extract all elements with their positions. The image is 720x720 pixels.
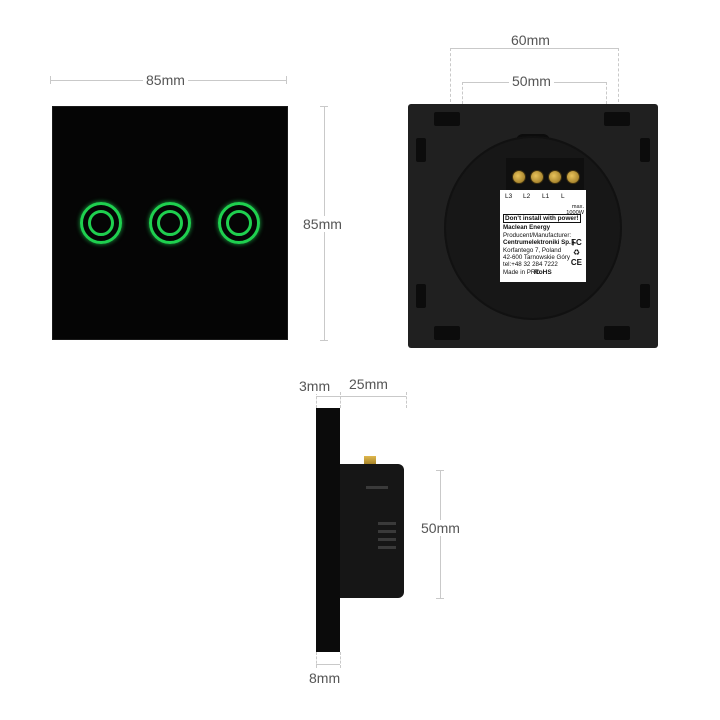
recycle-icon: ♻ <box>572 248 581 257</box>
dim-tick <box>286 76 287 84</box>
dim-tick <box>436 470 444 471</box>
plate-thickness-label: 3mm <box>296 378 334 394</box>
side-bottom-line <box>316 664 340 665</box>
street-text: Korfantego 7, Poland <box>503 246 562 254</box>
brand-text: Maclean Energy <box>503 224 551 232</box>
mounting-slot <box>416 138 426 162</box>
side-guide <box>316 392 317 408</box>
side-guide <box>340 392 341 408</box>
side-guide <box>406 392 407 408</box>
touch-button-1[interactable] <box>80 202 122 244</box>
city-text: 42-600 Tarnowskie Góry <box>503 254 570 262</box>
back-outer-guide <box>450 48 451 102</box>
dim-tick <box>320 106 328 107</box>
side-guide <box>340 652 341 668</box>
side-top-line <box>316 396 406 397</box>
switch-back-panel: L3 L2 L1 L max. 1000W Don't install with… <box>408 104 658 348</box>
mounting-slot <box>604 112 630 126</box>
terminal-row: L3 L2 L1 L <box>503 192 583 206</box>
producer-heading: Producent/Manufacturer: <box>503 231 572 239</box>
back-inner-spacing-label: 50mm <box>509 73 554 89</box>
total-thickness-label: 8mm <box>306 670 344 686</box>
max-power: max. 1000W <box>566 204 584 216</box>
certification-marks: FC ♻ CE <box>571 238 582 268</box>
back-inner-guide <box>462 82 463 104</box>
dim-tick <box>50 76 51 84</box>
terminal-l2-label: L2 <box>523 193 531 200</box>
terminal-l-label: L <box>561 193 565 200</box>
back-outer-line <box>450 48 618 49</box>
mounting-slot <box>434 112 460 126</box>
max-power-heading: max. <box>571 204 584 210</box>
switch-front-panel <box>52 106 288 340</box>
terminal-l3-label: L3 <box>505 193 513 200</box>
origin-text: Made in PRC. <box>503 268 542 276</box>
vent-slot <box>378 530 396 533</box>
side-view-body <box>340 464 404 598</box>
warning-text: Don't install with power! <box>503 214 581 224</box>
front-width-label: 85mm <box>143 72 188 88</box>
terminal-screw <box>548 170 562 184</box>
spec-label: L3 L2 L1 L max. 1000W Don't install with… <box>500 190 586 282</box>
mounting-slot <box>416 284 426 308</box>
touch-button-3[interactable] <box>218 202 260 244</box>
terminal-screw <box>566 170 580 184</box>
mounting-slot <box>640 284 650 308</box>
terminal-screw <box>512 170 526 184</box>
body-depth-label: 25mm <box>346 376 391 392</box>
vent-slot <box>378 522 396 525</box>
company-text: Centrumelektroniki Sp. j. <box>503 239 576 247</box>
front-height-label: 85mm <box>300 216 345 232</box>
dim-tick <box>436 598 444 599</box>
back-outer-spacing-label: 60mm <box>508 32 553 48</box>
vent-slot <box>366 486 388 489</box>
rohs-mark: RoHS <box>534 268 552 276</box>
side-guide <box>316 652 317 668</box>
terminal-screw <box>530 170 544 184</box>
mounting-slot <box>640 138 650 162</box>
fc-mark: FC <box>571 238 582 247</box>
mounting-slot <box>434 326 460 340</box>
side-height-label: 50mm <box>418 520 463 536</box>
touch-button-2[interactable] <box>149 202 191 244</box>
vent-slot <box>378 538 396 541</box>
vent-slot <box>378 546 396 549</box>
side-view-faceplate <box>316 408 340 652</box>
terminal-block <box>506 158 584 192</box>
back-inner-guide <box>606 82 607 104</box>
terminal-l1-label: L1 <box>542 193 550 200</box>
dim-tick <box>320 340 328 341</box>
ce-mark: CE <box>570 258 582 267</box>
mounting-slot <box>604 326 630 340</box>
max-power-value: 1000W <box>566 210 584 216</box>
back-outer-guide <box>618 48 619 102</box>
phone-text: tel:+48 32 284 7222 <box>503 261 558 269</box>
